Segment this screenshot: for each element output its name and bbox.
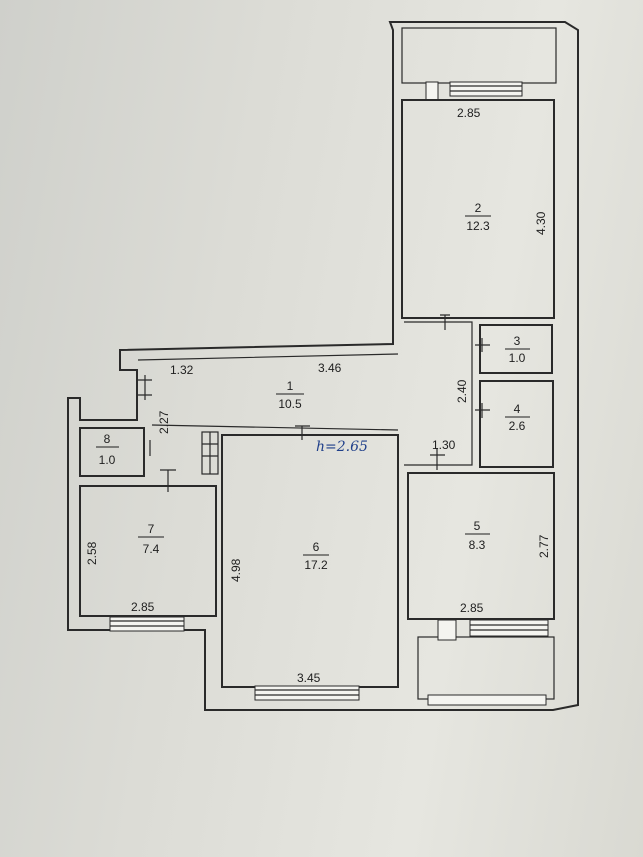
door-balcony-top bbox=[425, 81, 439, 101]
room-3 bbox=[479, 324, 553, 374]
room-labels: 2 12.3 3 1.0 4 2.6 1 10.5 8 1.0 7 7.4 6 … bbox=[96, 201, 530, 572]
dim-room6-width: 3.45 bbox=[297, 671, 321, 685]
room-7-area: 7.4 bbox=[143, 542, 160, 556]
balcony-top bbox=[401, 27, 557, 84]
room-2-number: 2 bbox=[475, 201, 482, 215]
room-8-area: 1.0 bbox=[99, 453, 116, 467]
room-6-number: 6 bbox=[313, 540, 320, 554]
room-5-area: 8.3 bbox=[469, 538, 486, 552]
dim-room7-width: 2.85 bbox=[131, 600, 155, 614]
dimension-labels: 2.85 4.30 1.32 3.46 2.27 2.40 1.30 2.85 … bbox=[85, 106, 551, 685]
room-1 bbox=[137, 353, 399, 431]
room-5 bbox=[407, 472, 555, 620]
hall bbox=[404, 321, 473, 466]
dim-hall-width: 1.30 bbox=[432, 438, 456, 452]
room-4-number: 4 bbox=[514, 402, 521, 416]
dim-room2-width: 2.85 bbox=[457, 106, 481, 120]
room-1-number: 1 bbox=[287, 379, 294, 393]
room-2 bbox=[401, 99, 555, 319]
window-room5 bbox=[469, 619, 549, 637]
room-7-number: 7 bbox=[148, 522, 155, 536]
dim-room5-length: 2.77 bbox=[537, 534, 551, 558]
dim-room5-width: 2.85 bbox=[460, 601, 484, 615]
outer-wall bbox=[67, 21, 579, 711]
room-3-number: 3 bbox=[514, 334, 521, 348]
dim-room7-length: 2.58 bbox=[85, 541, 99, 565]
window-room7 bbox=[109, 616, 185, 632]
dim-corridor-left: 1.32 bbox=[170, 363, 194, 377]
balcony-bottom bbox=[417, 636, 555, 700]
room-2-area: 12.3 bbox=[466, 219, 490, 233]
room-8 bbox=[79, 427, 145, 477]
room-5-number: 5 bbox=[474, 519, 481, 533]
door-balcony-bottom bbox=[437, 619, 457, 641]
room-4-area: 2.6 bbox=[509, 419, 526, 433]
room-7 bbox=[79, 485, 217, 617]
dim-hall-height: 2.40 bbox=[455, 379, 469, 403]
dim-corridor-right: 3.46 bbox=[318, 361, 342, 375]
room-3-area: 1.0 bbox=[509, 351, 526, 365]
room-8-number: 8 bbox=[104, 432, 111, 446]
room-1-area: 10.5 bbox=[278, 397, 302, 411]
room-4 bbox=[479, 380, 554, 468]
dim-room2-length: 4.30 bbox=[534, 211, 548, 235]
dim-room6-length: 4.98 bbox=[229, 558, 243, 582]
window-top bbox=[449, 81, 523, 97]
room-6-area: 17.2 bbox=[304, 558, 328, 572]
window-room6 bbox=[254, 685, 360, 701]
ceiling-height-note: h=2.65 bbox=[316, 439, 368, 455]
window-balcony bbox=[427, 694, 547, 706]
door-marks bbox=[138, 314, 490, 492]
dim-corridor-height: 2.27 bbox=[157, 410, 171, 434]
